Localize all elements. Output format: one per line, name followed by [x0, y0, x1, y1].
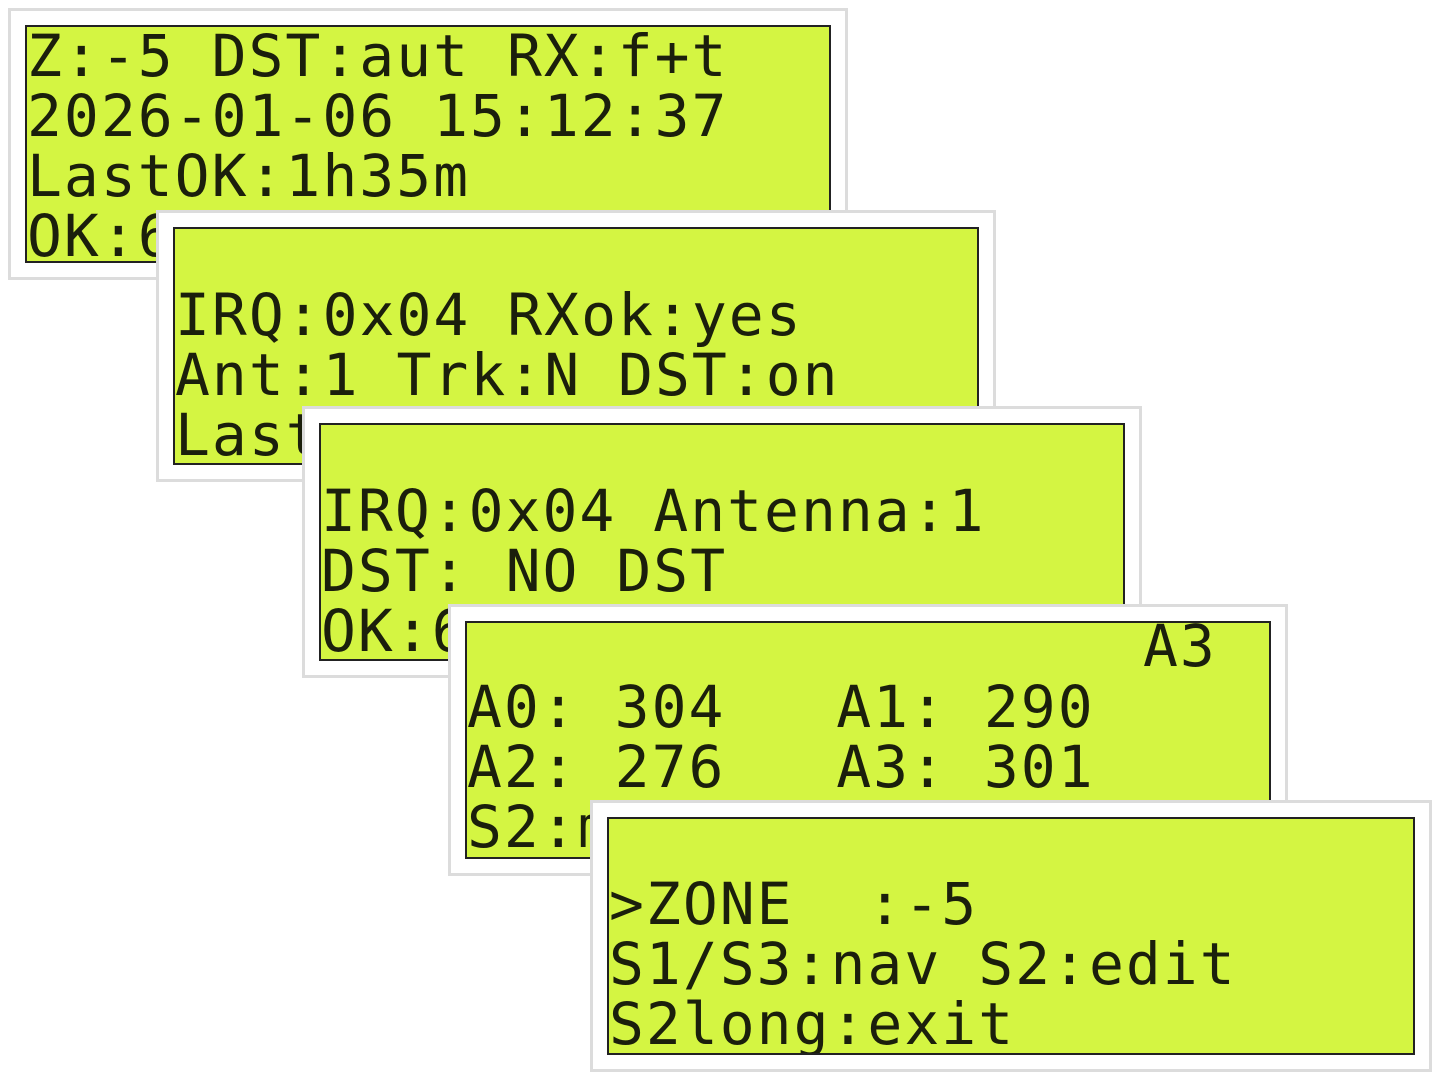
lcd-line-zone-dst-rx: Z:-5 DST:aut RX:f+t [27, 25, 729, 90]
lcd-line-irq-rxok: IRQ:0x04 RXok:yes [175, 281, 803, 349]
lcd-line-irq-antenna: IRQ:0x04 Antenna:1 [321, 477, 986, 545]
lcd-screen: >ZONE :-5 S1/S3:nav S2:edit S2long:exit [607, 817, 1415, 1055]
lcd-line-ant-trk-dst: Ant:1 Trk:N DST:on [175, 341, 840, 409]
lcd-line-nav-help: S1/S3:nav S2:edit [609, 930, 1237, 998]
lcd-line-zone-menu-item: >ZONE :-5 [609, 870, 979, 938]
lcd-line-datetime: 2026-01-06 15:12:37 [27, 82, 729, 150]
lcd-line-header-partial: A3 [1143, 621, 1217, 680]
lcd-line-dst: DST: NO DST [321, 537, 728, 605]
lcd-line-a0-a1: A0: 304 A1: 290 [467, 673, 1095, 741]
lcd-line-last-ok: LastOK:1h35m [27, 142, 471, 210]
lcd-panel-zone-menu: >ZONE :-5 S1/S3:nav S2:edit S2long:exit [590, 800, 1432, 1072]
lcd-line-a2-a3: A2: 276 A3: 301 [467, 733, 1095, 801]
lcd-line-exit-help: S2long:exit [609, 990, 1016, 1055]
